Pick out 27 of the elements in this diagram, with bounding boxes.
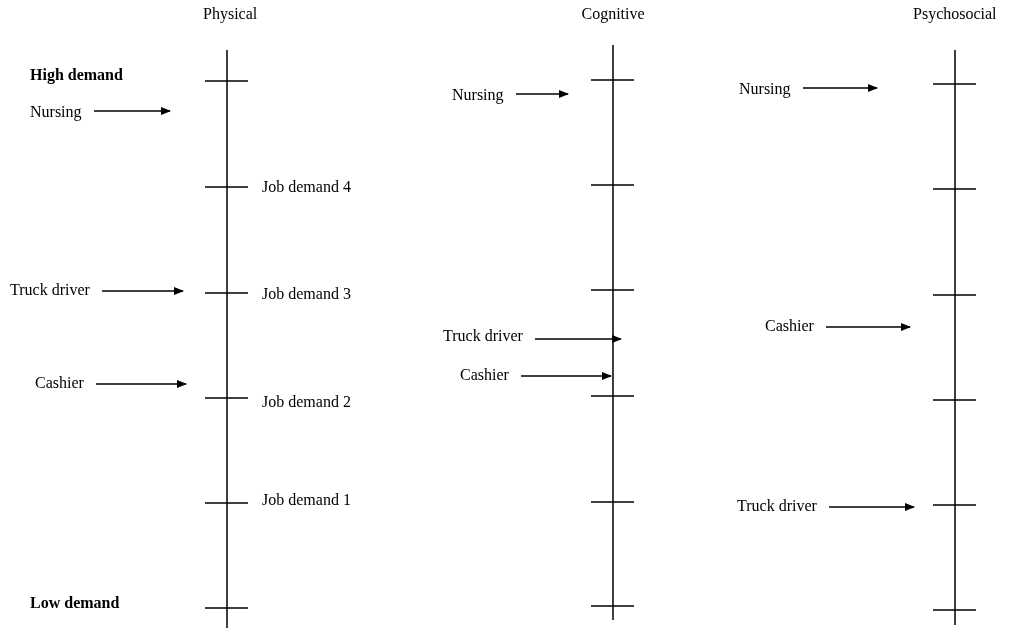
- occupation-label: Truck driver: [737, 496, 817, 516]
- arrow: [520, 372, 612, 380]
- arrow: [828, 503, 915, 511]
- occupation-label: Truck driver: [443, 326, 523, 346]
- column-heading: Cognitive: [581, 4, 645, 24]
- tick-label: Job demand 3: [262, 284, 351, 304]
- occupation-label: Cashier: [460, 365, 509, 385]
- tick-label: Job demand 4: [262, 177, 351, 197]
- column-heading: Psychosocial: [913, 4, 997, 24]
- arrow: [515, 90, 569, 98]
- scale-end-label: High demand: [30, 65, 123, 85]
- arrow: [93, 107, 171, 115]
- occupation-label: Cashier: [35, 373, 84, 393]
- column-heading: Physical: [203, 4, 258, 24]
- occupation-label: Cashier: [765, 316, 814, 336]
- arrow: [802, 84, 878, 92]
- tick-label: Job demand 1: [262, 490, 351, 510]
- arrow: [95, 380, 187, 388]
- occupation-label: Nursing: [739, 79, 791, 99]
- arrow: [534, 335, 622, 343]
- arrow: [825, 323, 911, 331]
- tick-label: Job demand 2: [262, 392, 351, 412]
- arrow: [101, 287, 184, 295]
- occupation-label: Truck driver: [10, 280, 90, 300]
- scale-end-label: Low demand: [30, 593, 120, 613]
- occupation-label: Nursing: [30, 102, 82, 122]
- occupation-label: Nursing: [452, 85, 504, 105]
